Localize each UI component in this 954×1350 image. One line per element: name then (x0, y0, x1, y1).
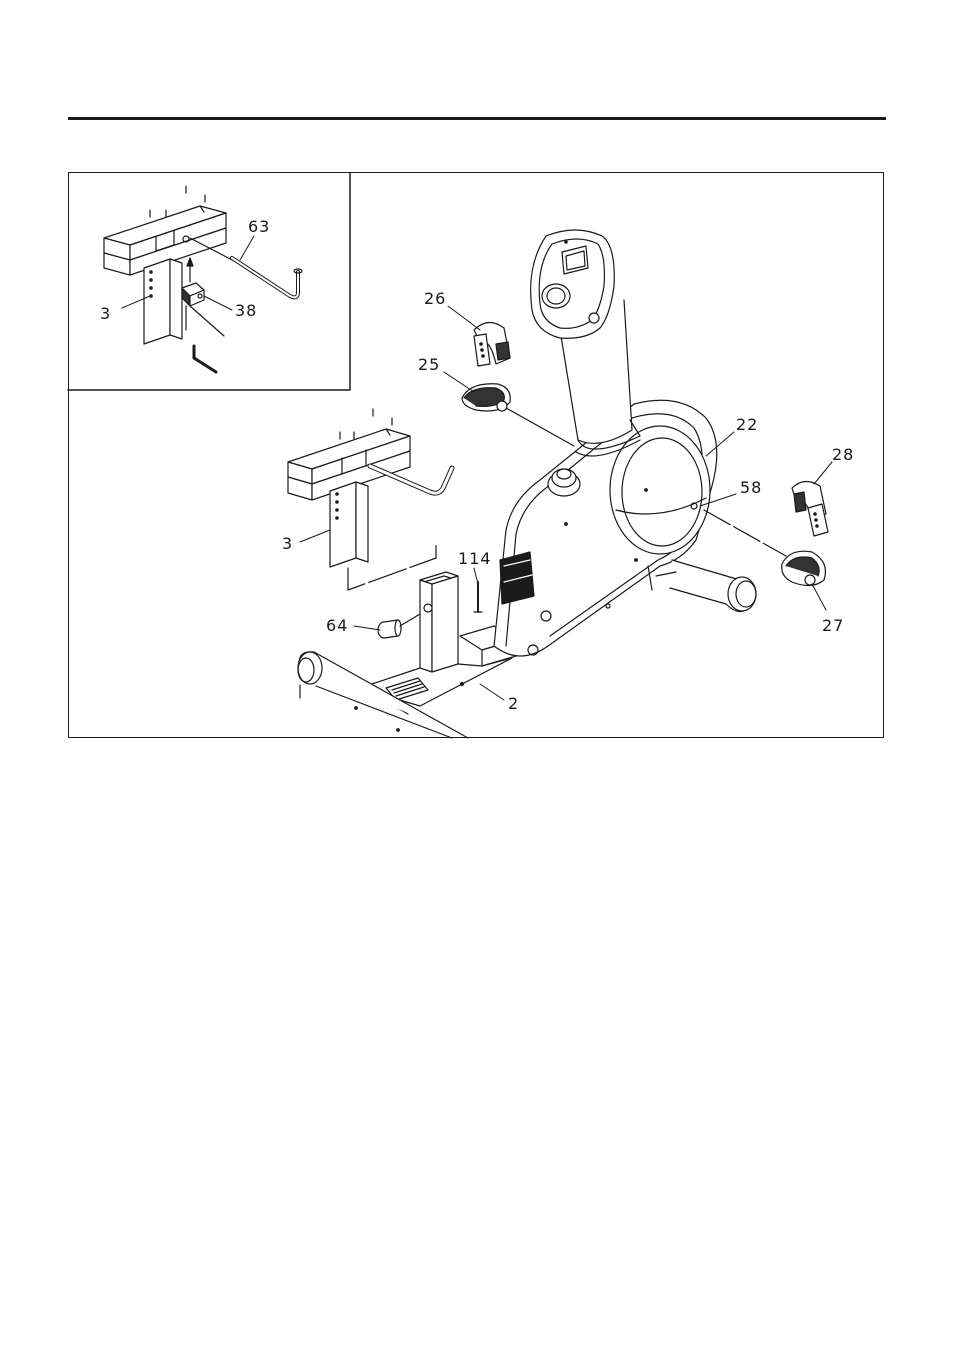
inset-callout-3: 3 (100, 304, 111, 323)
housing (494, 400, 756, 656)
allen-key (194, 346, 216, 372)
inset-panel (68, 173, 350, 390)
console (531, 230, 615, 338)
callout-114: 114 (458, 549, 492, 568)
callout-27: 27 (822, 616, 844, 635)
seat-post (288, 409, 410, 567)
callout-64: 64 (326, 616, 348, 635)
inset-callout-63: 63 (248, 217, 270, 236)
pedal-25 (462, 384, 574, 446)
inset-seat-post (104, 186, 226, 344)
callout-22: 22 (736, 415, 758, 434)
callout-25: 25 (418, 355, 440, 374)
callout-58: 58 (740, 478, 762, 497)
callout-28: 28 (832, 445, 854, 464)
inset-clamp (182, 258, 224, 336)
screw-114 (474, 582, 482, 612)
callout-3: 3 (282, 534, 293, 553)
seat-handle (370, 466, 452, 493)
knob-64 (378, 614, 420, 638)
inset-callout-38: 38 (235, 301, 257, 320)
callout-2: 2 (508, 694, 519, 713)
strap-28 (792, 481, 828, 536)
main-frame (298, 572, 516, 738)
callout-26: 26 (424, 289, 446, 308)
